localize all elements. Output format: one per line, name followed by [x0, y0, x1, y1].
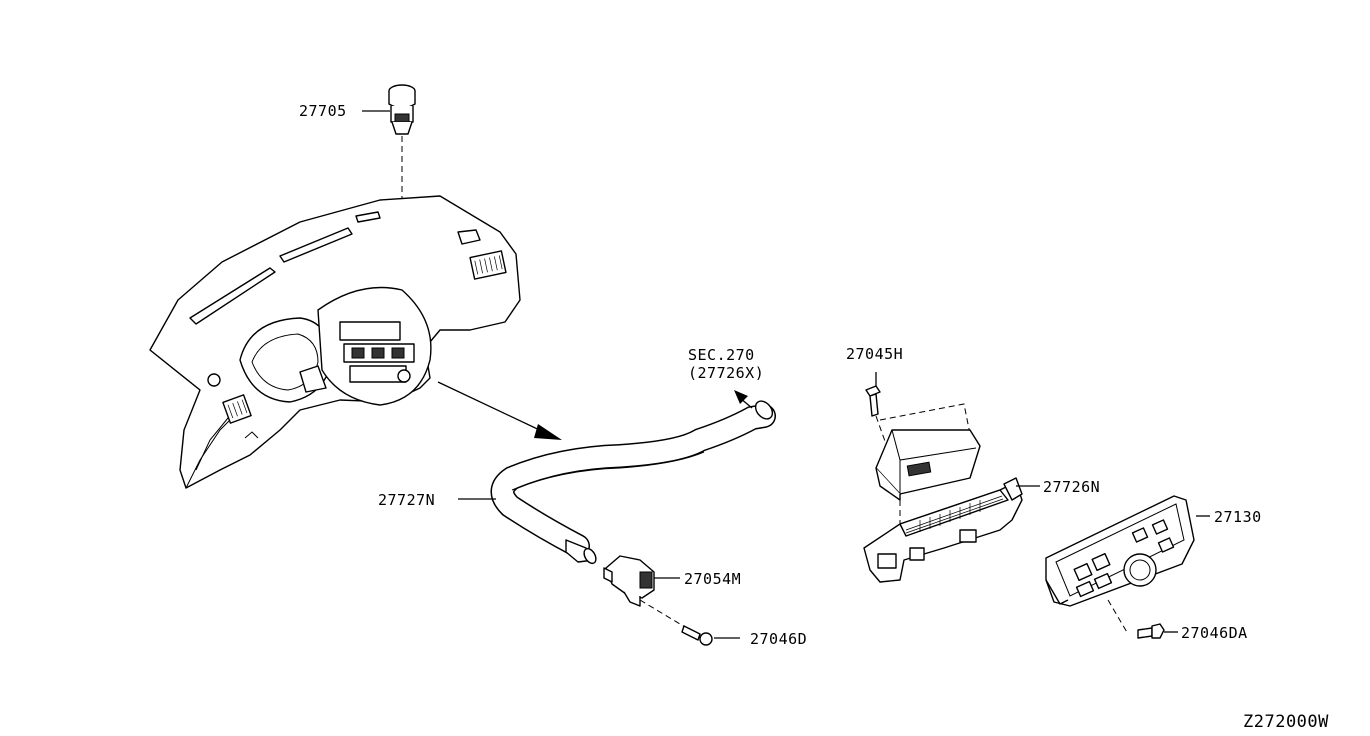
ac-control-27130	[1045, 495, 1195, 607]
sensor-27054M	[603, 555, 655, 607]
screw-27046D	[681, 625, 713, 646]
label-sec-ref-line2: (27726X)	[688, 364, 764, 382]
sensor-27705	[388, 84, 416, 135]
instrument-panel	[149, 195, 521, 489]
diagram-code: Z272000W	[1243, 712, 1329, 732]
screw-27045H	[865, 385, 881, 417]
bracket-27726N	[863, 477, 1023, 583]
label-27046DA: 27046DA	[1181, 624, 1248, 642]
control-module	[875, 429, 981, 501]
screw-27046DA	[1137, 623, 1165, 639]
label-27046D: 27046D	[750, 630, 807, 648]
label-27726N: 27726N	[1043, 478, 1100, 496]
label-27045H: 27045H	[846, 345, 903, 363]
label-27705: 27705	[299, 102, 347, 120]
label-27727N: 27727N	[378, 491, 435, 509]
aspirator-duct-27727N	[490, 400, 776, 565]
label-sec-ref-line1: SEC.270	[688, 346, 755, 364]
label-27054M: 27054M	[684, 570, 741, 588]
label-27130: 27130	[1214, 508, 1262, 526]
